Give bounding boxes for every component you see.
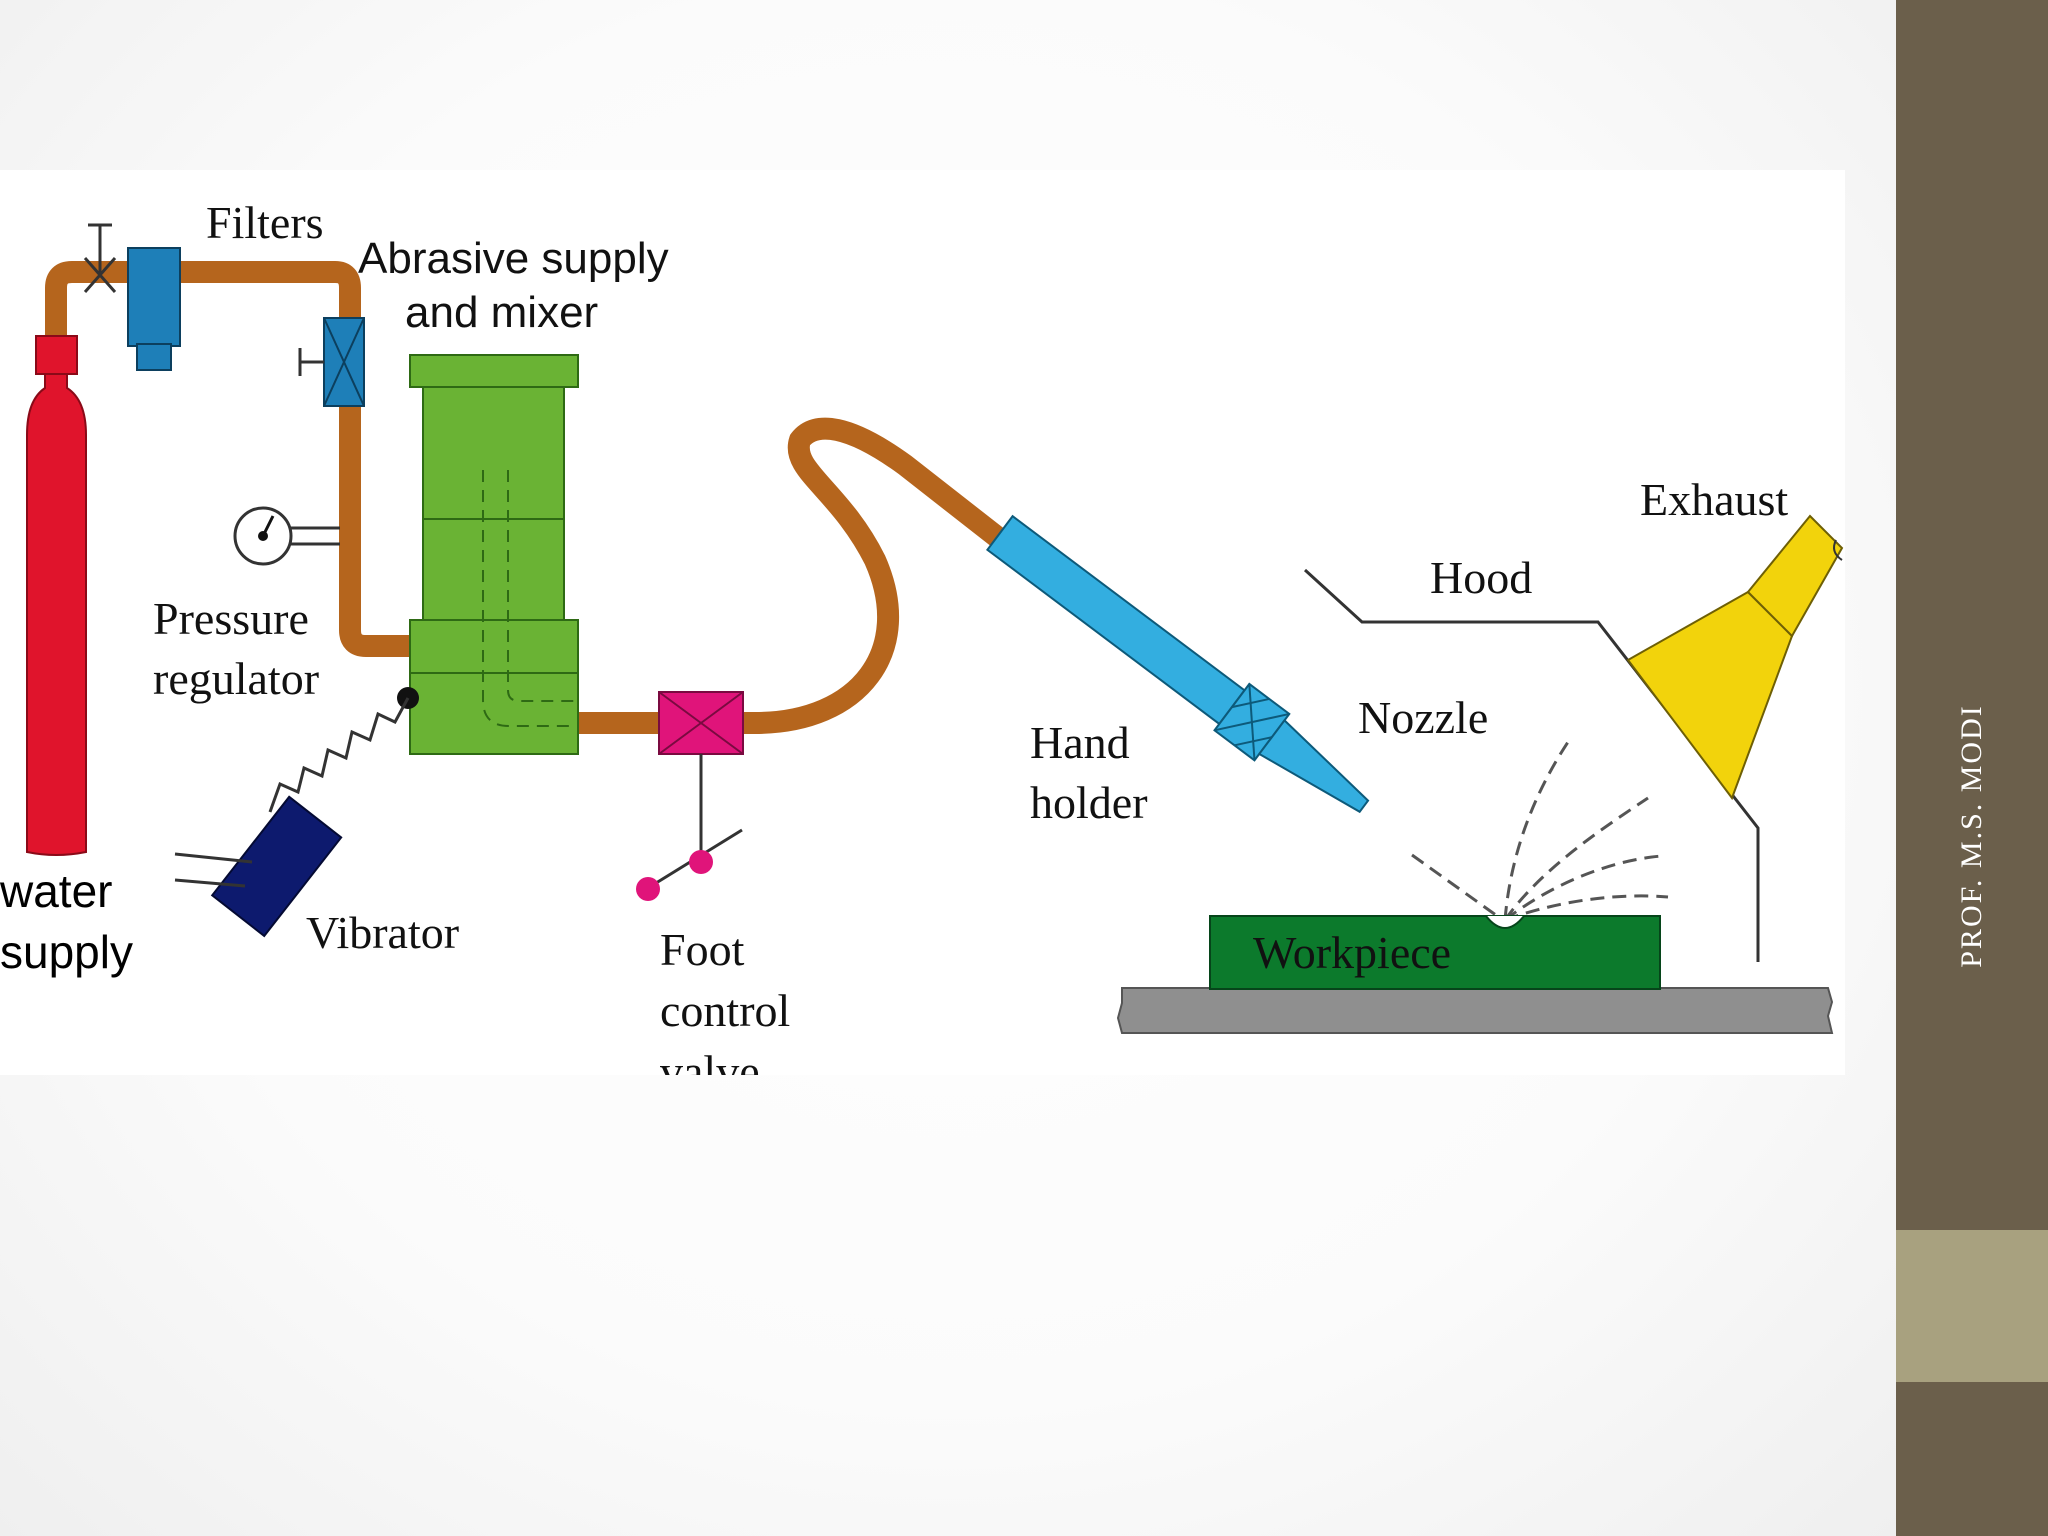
- pressure-gauge-icon: [233, 506, 340, 566]
- diagram-canvas: Filters Abrasive supply and mixer Pressu…: [0, 197, 1844, 1075]
- pressure-regulator-valve: [298, 317, 365, 407]
- label-exhaust: Exhaust: [1640, 474, 1788, 525]
- workpiece: [1209, 915, 1661, 990]
- label-supply: supply: [0, 926, 133, 978]
- label-valve: valve: [660, 1046, 760, 1075]
- abrasive-mixer: [409, 354, 579, 755]
- label-hood: Hood: [1430, 552, 1532, 603]
- abrasive-jet-machining-diagram: Filters Abrasive supply and mixer Pressu…: [0, 170, 1845, 1075]
- machine-table: [1116, 987, 1834, 1034]
- water-supply-cylinder: [26, 335, 87, 856]
- hand-holder: [985, 514, 1370, 814]
- vibrator: [174, 687, 419, 938]
- label-abrasive-supply: Abrasive supply: [358, 234, 669, 283]
- label-water: water: [0, 865, 112, 917]
- label-and-mixer: and mixer: [405, 288, 598, 337]
- label-nozzle: Nozzle: [1358, 692, 1488, 743]
- label-workpiece: Workpiece: [1253, 927, 1451, 978]
- hood: [1303, 568, 1760, 962]
- author-name: PROF. M.S. MODI: [1955, 704, 1988, 968]
- delivery-hose: [565, 417, 1031, 734]
- label-filters: Filters: [206, 197, 324, 248]
- shutoff-valve-icon: [83, 223, 117, 293]
- exhaust-duct: [1626, 514, 1844, 801]
- label-hand: Hand: [1030, 717, 1130, 768]
- filter-unit: [127, 247, 181, 371]
- label-holder: holder: [1030, 777, 1148, 828]
- abrasive-jet-spray: [1411, 741, 1669, 922]
- supply-pipe: [45, 261, 412, 657]
- label-foot: Foot: [660, 924, 745, 975]
- label-regulator: regulator: [153, 653, 319, 704]
- label-vibrator: Vibrator: [306, 907, 459, 958]
- label-control: control: [660, 985, 790, 1036]
- label-pressure: Pressure: [153, 593, 309, 644]
- foot-control-valve: [636, 691, 744, 901]
- sidebar-accent-block: [1896, 1230, 2048, 1382]
